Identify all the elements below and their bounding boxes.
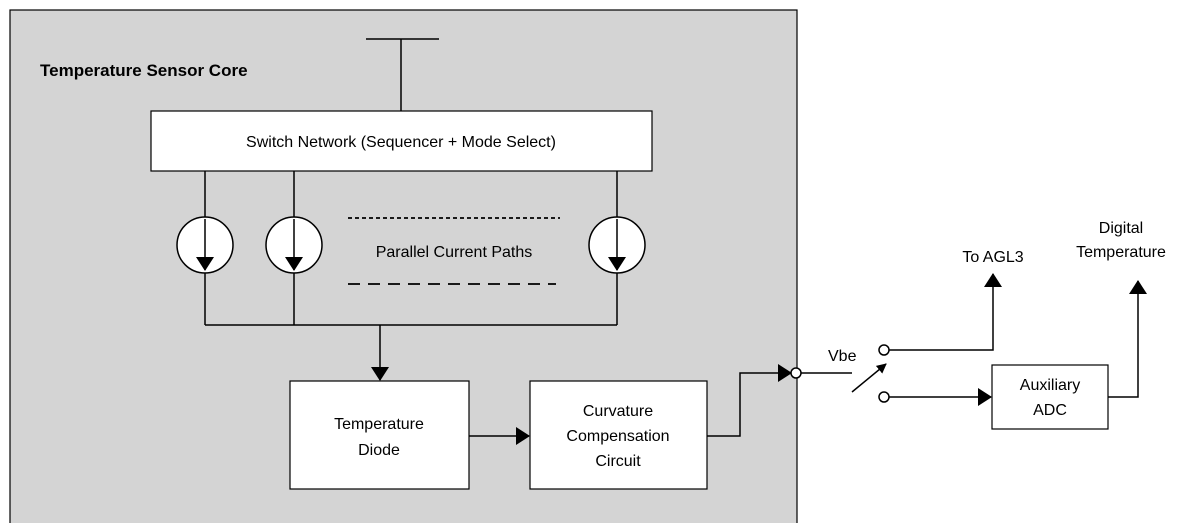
adc-label-2: ADC bbox=[1033, 402, 1067, 419]
temperature-diode-label-2: Diode bbox=[358, 442, 400, 459]
mode-switch-blade bbox=[851, 363, 887, 393]
sensor-core-title: Temperature Sensor Core bbox=[40, 61, 248, 80]
curvature-label-1: Curvature bbox=[583, 403, 653, 420]
digital-output-line bbox=[1108, 280, 1147, 398]
switch-contact-adc bbox=[878, 391, 890, 403]
vbe-output-line bbox=[707, 364, 792, 437]
adc-label-1: Auxiliary bbox=[1020, 377, 1080, 394]
digital-label-2: Temperature bbox=[1076, 244, 1166, 261]
parallel-paths-label: Parallel Current Paths bbox=[376, 244, 533, 261]
digital-label-1: Digital bbox=[1099, 220, 1143, 237]
temperature-diode-label-1: Temperature bbox=[334, 416, 424, 433]
curvature-label-3: Circuit bbox=[595, 453, 641, 470]
switch-network-block bbox=[150, 110, 653, 172]
vbe-label: Vbe bbox=[828, 348, 857, 365]
temperature-diode-block bbox=[289, 380, 470, 490]
curvature-compensation-block bbox=[529, 380, 708, 490]
vbe-output-node bbox=[790, 367, 802, 379]
agl3-label: To AGL3 bbox=[962, 249, 1023, 266]
switch-contact-agl3 bbox=[878, 344, 890, 356]
agl3-output-line bbox=[889, 273, 1002, 351]
switch-network-label: Switch Network (Sequencer + Mode Select) bbox=[246, 134, 556, 151]
curvature-label-2: Compensation bbox=[566, 428, 669, 445]
auxiliary-adc-block bbox=[991, 364, 1109, 430]
